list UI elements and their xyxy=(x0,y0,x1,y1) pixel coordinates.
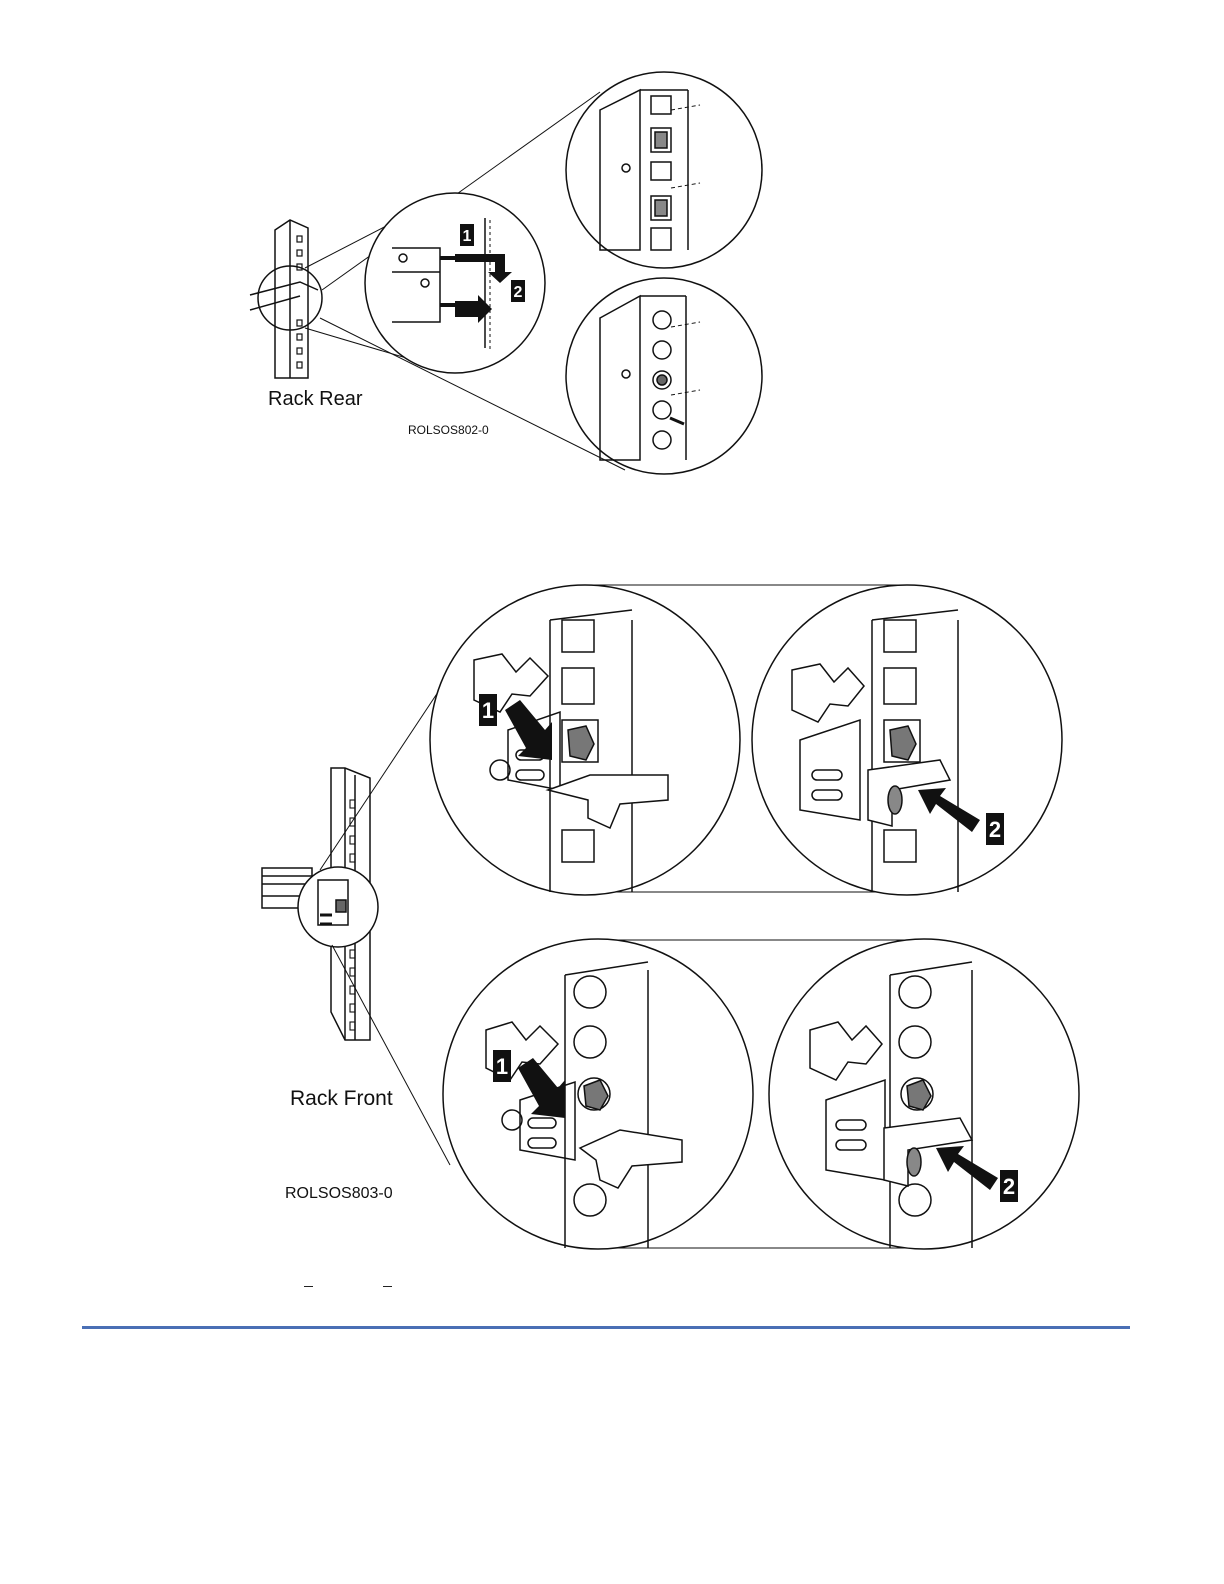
front-step-2-top-label: 2 xyxy=(989,817,1001,842)
rear-step-2-label: 2 xyxy=(514,284,523,301)
rack-rear-rail xyxy=(250,220,322,378)
front-step-2-bottom-label: 2 xyxy=(1003,1174,1015,1199)
front-detail-circle-bottom-right xyxy=(769,939,1079,1249)
front-step-1-top-label: 1 xyxy=(482,698,494,723)
front-detail-circle-top-left xyxy=(430,585,740,895)
underscore-mark xyxy=(304,1286,313,1287)
underscore-mark xyxy=(383,1286,392,1287)
rear-detail-circle-bottom xyxy=(566,278,762,474)
front-step-badge-1-bottom: 1 xyxy=(493,1050,511,1082)
front-detail-circle-bottom-left xyxy=(443,939,753,1249)
section-divider xyxy=(82,1326,1130,1329)
rear-step-1-label: 1 xyxy=(463,228,472,245)
figure-rack-rear: 1 2 Rack Rear ROLSOS802-0 xyxy=(0,0,1224,500)
footnote-marks xyxy=(0,1278,1224,1292)
front-step-badge-2-bottom: 2 xyxy=(1000,1170,1018,1202)
figure-rack-front: 1 2 1 2 Rack Front ROLSOS803-0 xyxy=(0,560,1224,1280)
rear-step-badge-1: 1 xyxy=(460,224,474,246)
rack-rear-image-id: ROLSOS802-0 xyxy=(408,423,489,437)
rack-front-caption: Rack Front xyxy=(290,1087,393,1110)
front-detail-circle-top-right xyxy=(752,585,1062,895)
front-step-badge-2-top: 2 xyxy=(986,813,1004,845)
rear-detail-circle-top xyxy=(566,72,762,268)
front-step-badge-1-top: 1 xyxy=(479,694,497,726)
rack-rear-caption: Rack Rear xyxy=(268,388,363,410)
rack-front-image-id: ROLSOS803-0 xyxy=(285,1185,393,1202)
front-step-1-bottom-label: 1 xyxy=(496,1054,508,1079)
rear-step-badge-2: 2 xyxy=(511,280,525,302)
